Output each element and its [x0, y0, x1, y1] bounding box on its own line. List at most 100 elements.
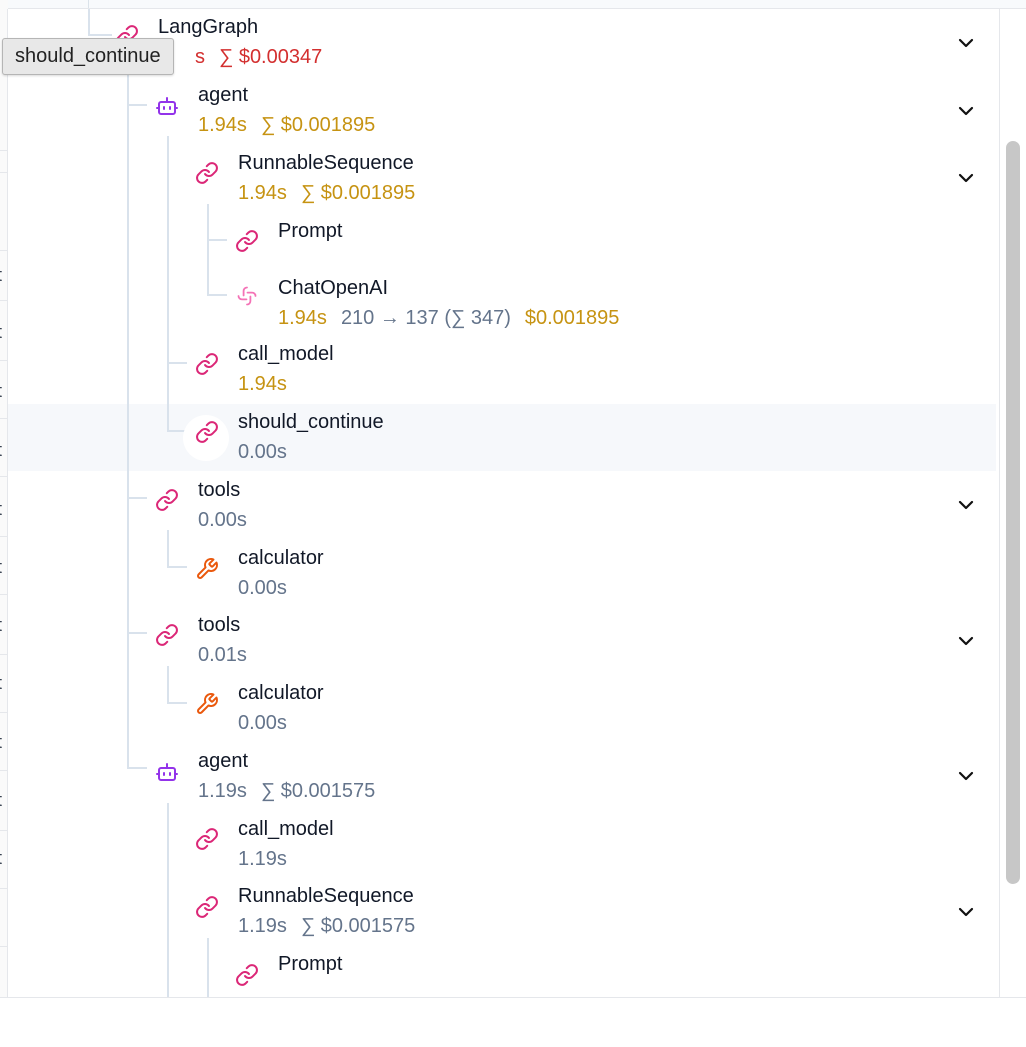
- latency: 1.19s: [238, 848, 287, 870]
- truncated-cell: t: [0, 732, 2, 753]
- link-icon: [195, 827, 219, 851]
- background-run-list: t t t t t t t t t t t: [0, 0, 8, 1000]
- latency: s: [195, 46, 205, 68]
- run-meta-calculator: 0.00s: [238, 712, 301, 735]
- run-name-calculator[interactable]: calculator: [238, 682, 324, 704]
- trace-tree-panel: [7, 9, 1000, 997]
- run-meta-agent: 1.94s∑ $0.001895: [198, 114, 389, 137]
- run-meta-tools: 0.01s: [198, 644, 261, 667]
- chevron-down-icon[interactable]: [956, 33, 976, 53]
- latency: 1.19s: [238, 915, 287, 937]
- run-name-call-model[interactable]: call_model: [238, 818, 334, 840]
- latency: 1.19s: [198, 780, 247, 802]
- chevron-down-icon[interactable]: [956, 495, 976, 515]
- truncated-cell: t: [0, 381, 2, 402]
- chevron-down-icon[interactable]: [956, 101, 976, 121]
- run-meta-call-model: 1.94s: [238, 373, 301, 396]
- latency: 1.94s: [238, 373, 287, 395]
- link-icon: [155, 488, 179, 512]
- run-name-tools[interactable]: tools: [198, 614, 241, 636]
- run-meta-runnablesequence: 1.19s ∑ $0.001575: [238, 915, 429, 938]
- tooltip: should_continue: [2, 38, 174, 75]
- list-divider: [0, 476, 8, 477]
- run-name-should-continue[interactable]: should_continue: [238, 411, 384, 433]
- list-divider: [0, 172, 8, 173]
- latency: 1.94s: [238, 182, 287, 204]
- run-meta-calculator: 0.00s: [238, 577, 301, 600]
- list-divider: [0, 712, 8, 713]
- openai-icon: [235, 284, 259, 308]
- chevron-down-icon[interactable]: [956, 766, 976, 786]
- link-icon: [155, 623, 179, 647]
- list-divider: [0, 250, 8, 251]
- run-name-call-model[interactable]: call_model: [238, 343, 334, 365]
- truncated-cell: t: [0, 557, 2, 578]
- run-name-langgraph[interactable]: LangGraph: [158, 16, 259, 38]
- cost: ∑ $0.001575: [300, 915, 416, 937]
- latency: 0.00s: [238, 712, 287, 734]
- list-divider: [0, 300, 8, 301]
- run-meta-should-continue: 0.00s: [238, 441, 301, 464]
- robot-icon: [155, 94, 179, 118]
- chevron-down-icon[interactable]: [956, 902, 976, 922]
- list-divider: [0, 360, 8, 361]
- scrollbar-thumb[interactable]: [1006, 141, 1020, 884]
- link-icon: [235, 229, 259, 253]
- list-divider: [0, 770, 8, 771]
- cost: ∑ $0.00347: [219, 46, 323, 68]
- run-name-tools[interactable]: tools: [198, 479, 241, 501]
- list-divider: [0, 830, 8, 831]
- truncated-cell: t: [0, 790, 2, 811]
- latency: 0.00s: [238, 577, 287, 599]
- run-meta-langgraph: s ∑ $0.00347: [195, 46, 336, 69]
- robot-icon: [155, 760, 179, 784]
- wrench-icon: [195, 557, 219, 581]
- chevron-down-icon[interactable]: [956, 631, 976, 651]
- list-divider: [0, 536, 8, 537]
- cost: ∑ $0.001895: [300, 182, 416, 204]
- icon-backdrop: [183, 415, 229, 461]
- run-name-prompt[interactable]: Prompt: [278, 220, 343, 242]
- truncated-cell: t: [0, 265, 2, 286]
- truncated-cell: t: [0, 440, 2, 461]
- run-name-runnablesequence[interactable]: RunnableSequence: [238, 885, 414, 907]
- run-name-prompt[interactable]: Prompt: [278, 953, 343, 975]
- list-divider: [0, 946, 8, 947]
- list-divider: [0, 888, 8, 889]
- run-name-runnablesequence[interactable]: RunnableSequence: [238, 152, 414, 174]
- cost: ∑ $0.001575: [260, 780, 376, 802]
- latency: 0.00s: [198, 509, 247, 531]
- run-meta-chatopenai: 1.94s 210 → 137 (∑ 347) $0.001895: [278, 307, 633, 330]
- link-icon: [195, 352, 219, 376]
- latency: 0.00s: [238, 441, 287, 463]
- truncated-cell: t: [0, 499, 2, 520]
- bottom-bar: [0, 997, 1026, 1047]
- chevron-down-icon[interactable]: [956, 168, 976, 188]
- selected-row-highlight: [8, 404, 996, 471]
- run-meta-agent: 1.19s ∑ $0.001575: [198, 780, 389, 803]
- latency: 1.94s: [278, 307, 327, 329]
- link-icon: [195, 420, 219, 444]
- run-meta-tools: 0.00s: [198, 509, 261, 532]
- top-border: [0, 0, 1026, 9]
- list-divider: [0, 150, 8, 151]
- run-name-agent[interactable]: agent: [198, 750, 249, 772]
- list-divider: [0, 418, 8, 419]
- truncated-cell: t: [0, 848, 2, 869]
- link-icon: [195, 161, 219, 185]
- top-connector: [88, 0, 89, 8]
- truncated-cell: t: [0, 322, 2, 343]
- link-icon: [195, 895, 219, 919]
- wrench-icon: [195, 692, 219, 716]
- run-name-calculator[interactable]: calculator: [238, 547, 324, 569]
- run-name-agent[interactable]: agent: [198, 84, 249, 106]
- token-count: 210 → 137 (∑ 347): [340, 307, 511, 329]
- list-divider: [0, 594, 8, 595]
- cost: $0.001895: [524, 307, 620, 329]
- latency: 0.01s: [198, 644, 247, 666]
- run-name-chatopenai[interactable]: ChatOpenAI: [278, 277, 389, 299]
- list-divider: [0, 654, 8, 655]
- cost: ∑ $0.001895: [260, 114, 376, 136]
- truncated-cell: t: [0, 615, 2, 636]
- link-icon: [235, 963, 259, 987]
